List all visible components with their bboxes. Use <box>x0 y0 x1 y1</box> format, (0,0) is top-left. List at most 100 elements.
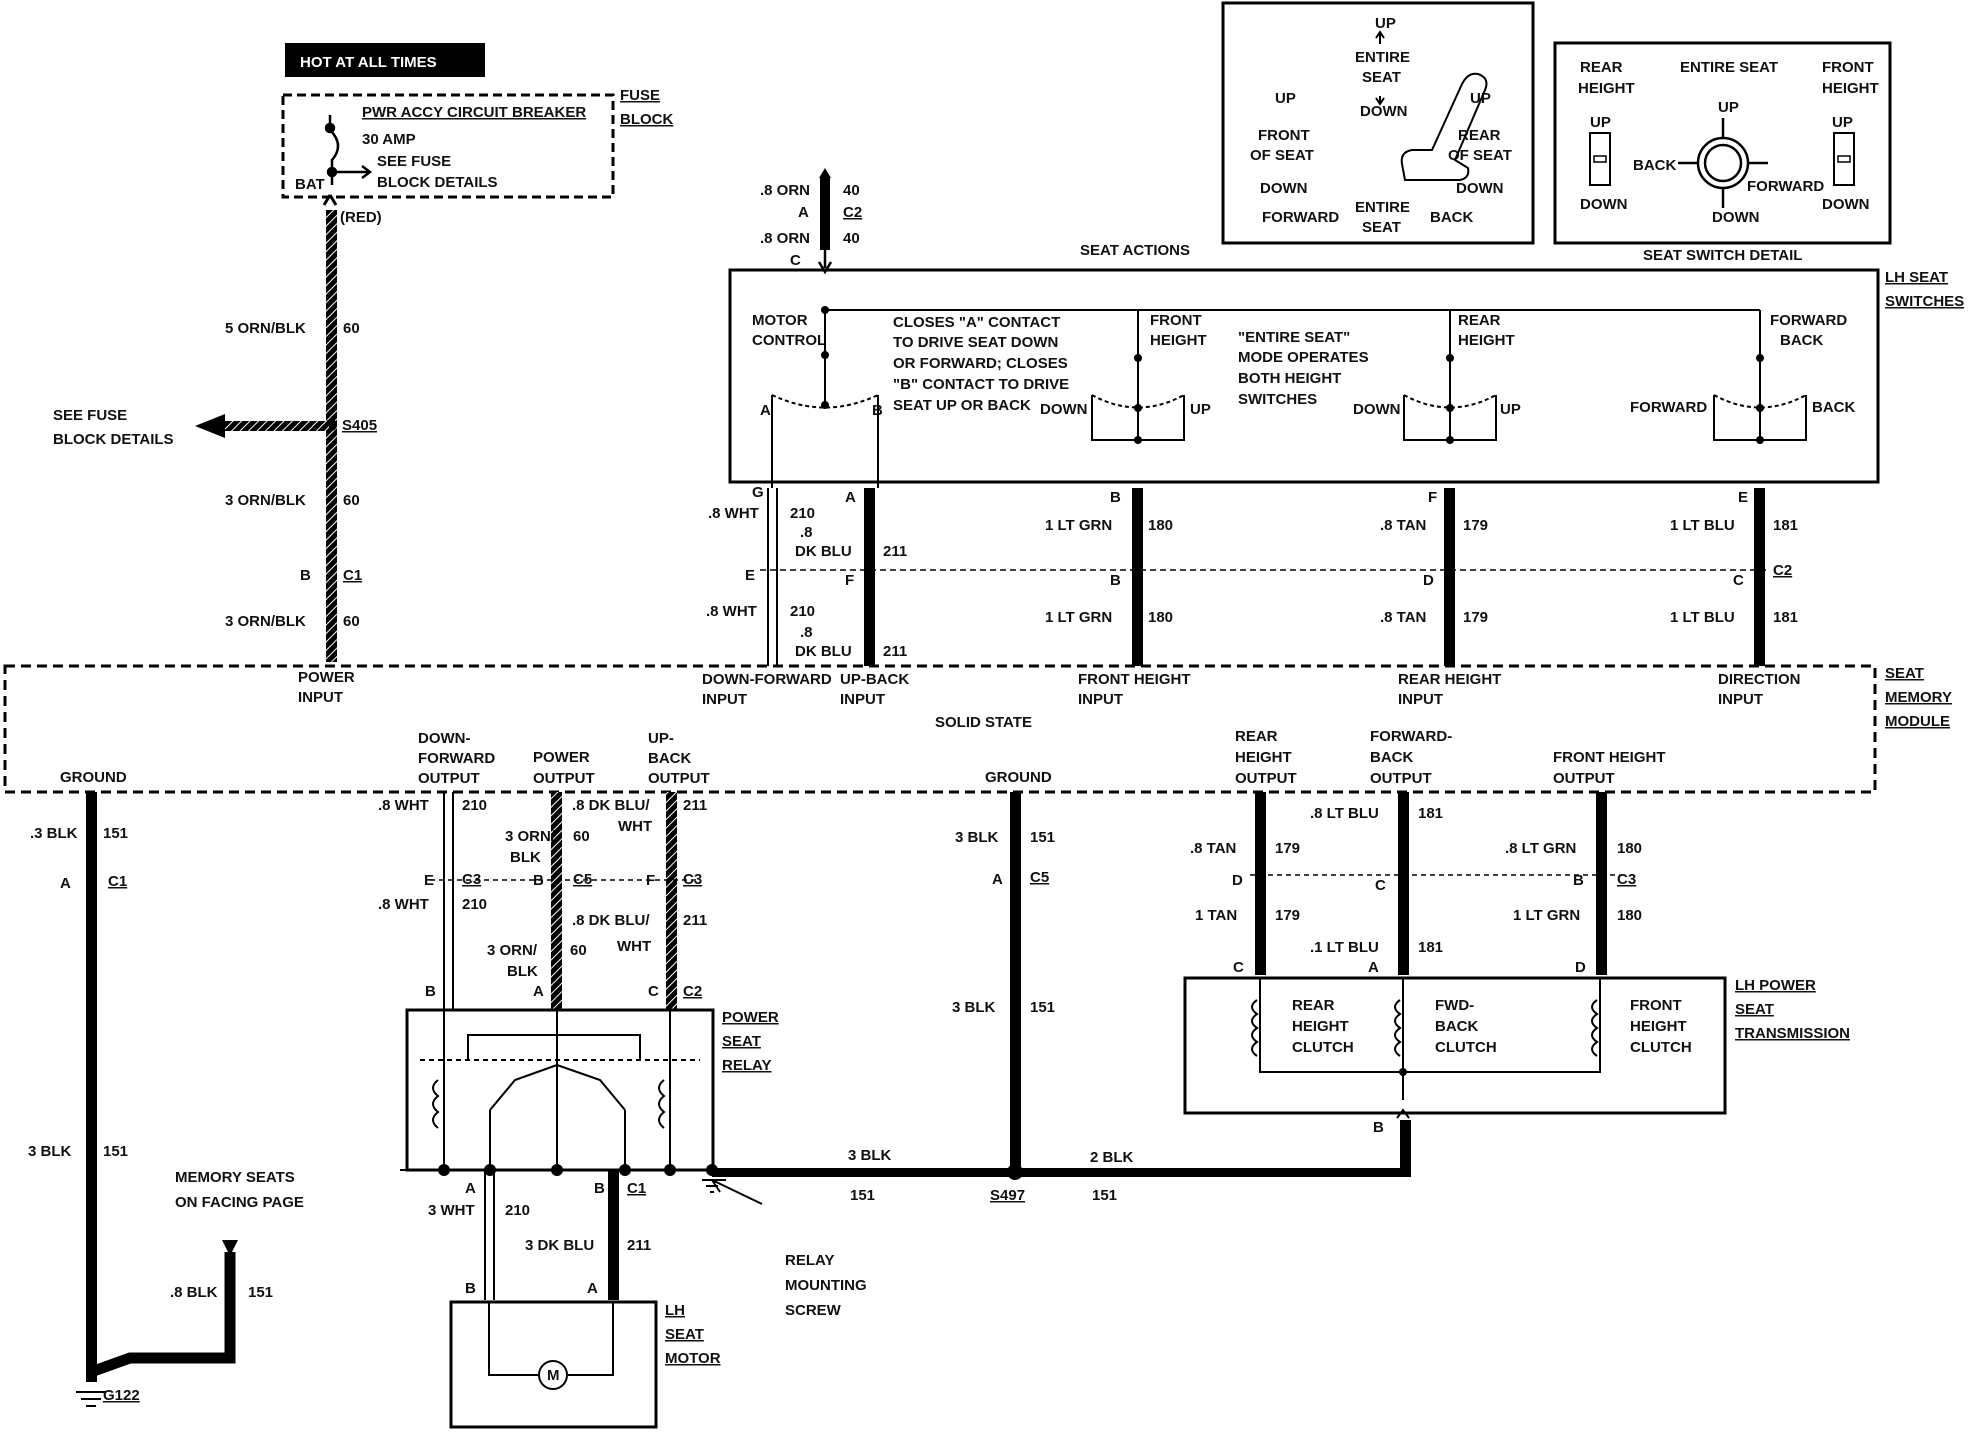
c5-pin-b: B <box>533 872 544 889</box>
fh-input-label: FRONT HEIGHT <box>1078 671 1191 688</box>
pw-wire-size-2: BLK <box>510 849 541 866</box>
fb-output-label-3: OUTPUT <box>1370 770 1432 787</box>
module-ground-wire <box>1010 792 1021 1170</box>
bus-wire-num-2: 151 <box>1092 1187 1117 1204</box>
dir-input-label-2: INPUT <box>1718 691 1763 708</box>
control-label: CONTROL <box>752 332 826 349</box>
tan-179-wire <box>1444 488 1455 666</box>
seat-silhouette-icon <box>1400 72 1488 181</box>
wire-3-orn-blk: 3 ORN/BLK <box>225 492 306 509</box>
motor-pin-b: B <box>594 1180 605 1197</box>
ssd-down-right: DOWN <box>1822 196 1870 213</box>
pin-c2: C <box>1733 572 1744 589</box>
feed-wire-40 <box>820 178 830 250</box>
ssd-entire-seat: ENTIRE SEAT <box>1680 59 1778 76</box>
rh-output-label-2: HEIGHT <box>1235 749 1292 766</box>
conn-c1-power: C1 <box>343 567 362 584</box>
bus-wire-size: 3 BLK <box>848 1147 892 1164</box>
sa-forward: FORWARD <box>1262 209 1339 226</box>
ub-input-label-2: INPUT <box>840 691 885 708</box>
note-4: "B" CONTACT TO DRIVE <box>893 376 1069 393</box>
fh-wire-num: 180 <box>1617 840 1642 857</box>
see-fuse-branch <box>225 421 329 431</box>
motor-wire-size: 3 WHT <box>428 1202 475 1219</box>
ub-output-label-3: OUTPUT <box>648 770 710 787</box>
pw-wire-size: 3 ORN/ <box>505 828 556 845</box>
trans-title-2: SEAT <box>1735 1001 1774 1018</box>
c2-wire-size: 1 LT BLU <box>1670 609 1735 626</box>
switches-title: LH SEAT <box>1885 269 1948 286</box>
relay-title-3: RELAY <box>722 1057 771 1074</box>
ub-output-wire <box>666 792 677 1010</box>
entire-3: BOTH HEIGHT <box>1238 370 1341 387</box>
trans-pin-b: B <box>1573 872 1584 889</box>
relay-pin-c: C <box>648 983 659 1000</box>
ub-wire-size: .8 DK BLU/ <box>572 797 650 814</box>
a-wire-size: .8 <box>800 524 813 541</box>
rh-output-label-3: OUTPUT <box>1235 770 1297 787</box>
front-height-switch-icon <box>1833 132 1855 186</box>
ground-g122-icon <box>76 1391 106 1407</box>
dkblu-211-wire <box>864 488 875 666</box>
facing-page-label: ON FACING PAGE <box>175 1194 304 1211</box>
front-up: UP <box>1190 401 1211 418</box>
pin-a: A <box>845 489 856 506</box>
sa-entire-arrows <box>1375 30 1385 106</box>
fb-output-wire <box>1398 792 1409 975</box>
fh-output-label-2: OUTPUT <box>1553 770 1615 787</box>
back-switch-label: BACK <box>1812 399 1855 416</box>
sa-down: DOWN <box>1360 103 1408 120</box>
ub-wire-num: 211 <box>683 797 707 814</box>
ssd-rear: REAR <box>1580 59 1623 76</box>
gnd-wire-num-2: 151 <box>1030 999 1055 1016</box>
gnd-pin-a: A <box>992 871 1003 888</box>
sa-seat-2: SEAT <box>1362 219 1401 236</box>
ltgrn-180-wire <box>1132 488 1143 666</box>
module-title-3: MODULE <box>1885 713 1950 730</box>
motor-pin-a: A <box>465 1180 476 1197</box>
gnd-wire-size: 3 BLK <box>955 829 999 846</box>
a-wire-num: 211 <box>883 543 907 560</box>
pw2-wire-num: 60 <box>570 942 587 959</box>
see-fuse-text: SEE FUSE <box>377 153 451 170</box>
sa-front-down: DOWN <box>1260 180 1308 197</box>
fh-clutch-label-2: HEIGHT <box>1630 1018 1687 1035</box>
entire-seat-joystick-icon <box>1678 118 1768 208</box>
pw-wire-num: 60 <box>573 828 590 845</box>
df-wire-size-2: .8 WHT <box>378 896 429 913</box>
ssd-front-height: HEIGHT <box>1822 80 1879 97</box>
g-wire-num-lower: 151 <box>103 825 128 842</box>
gnd-wire-size-2: 3 BLK <box>952 999 996 1016</box>
front-down: DOWN <box>1040 401 1088 418</box>
feed-n1: 40 <box>843 182 860 199</box>
back-label: BACK <box>1780 332 1823 349</box>
seat-memory-module-box <box>3 664 1877 794</box>
feed-pin-a: A <box>798 204 809 221</box>
solid-state-label: SOLID STATE <box>935 714 1032 731</box>
pw2-wire-size-2: BLK <box>507 963 538 980</box>
g-conn-c1: C1 <box>108 873 127 890</box>
sa-back: BACK <box>1430 209 1473 226</box>
ssd-front: FRONT <box>1822 59 1874 76</box>
c3-label: C3 <box>462 871 481 888</box>
red-label: (RED) <box>340 209 382 226</box>
fb-clutch-label: FWD- <box>1435 997 1474 1014</box>
ltblu-181-wire <box>1754 488 1765 666</box>
power-wire-60 <box>326 210 337 662</box>
relay-title-2: SEAT <box>722 1033 761 1050</box>
a-wire-size-2: DK BLU <box>795 543 852 560</box>
pin-d2: D <box>1423 572 1434 589</box>
trans-pin-c: C <box>1375 877 1386 894</box>
memory-seats-label: MEMORY SEATS <box>175 1169 295 1186</box>
pw2-wire-size: 3 ORN/ <box>487 942 538 959</box>
df-output-label-3: OUTPUT <box>418 770 480 787</box>
t-pin-c: C <box>1233 959 1244 976</box>
ub2-wire-num: 211 <box>683 912 707 929</box>
f-wire-num: 179 <box>1463 517 1488 534</box>
wire-60-label: 60 <box>343 320 360 337</box>
f2-wire-size: .8 <box>800 624 813 641</box>
entire-1: "ENTIRE SEAT" <box>1238 329 1350 346</box>
note-5: SEAT UP OR BACK <box>893 397 1031 414</box>
screw-label: RELAY <box>785 1252 834 1269</box>
sa-up: UP <box>1375 15 1396 32</box>
